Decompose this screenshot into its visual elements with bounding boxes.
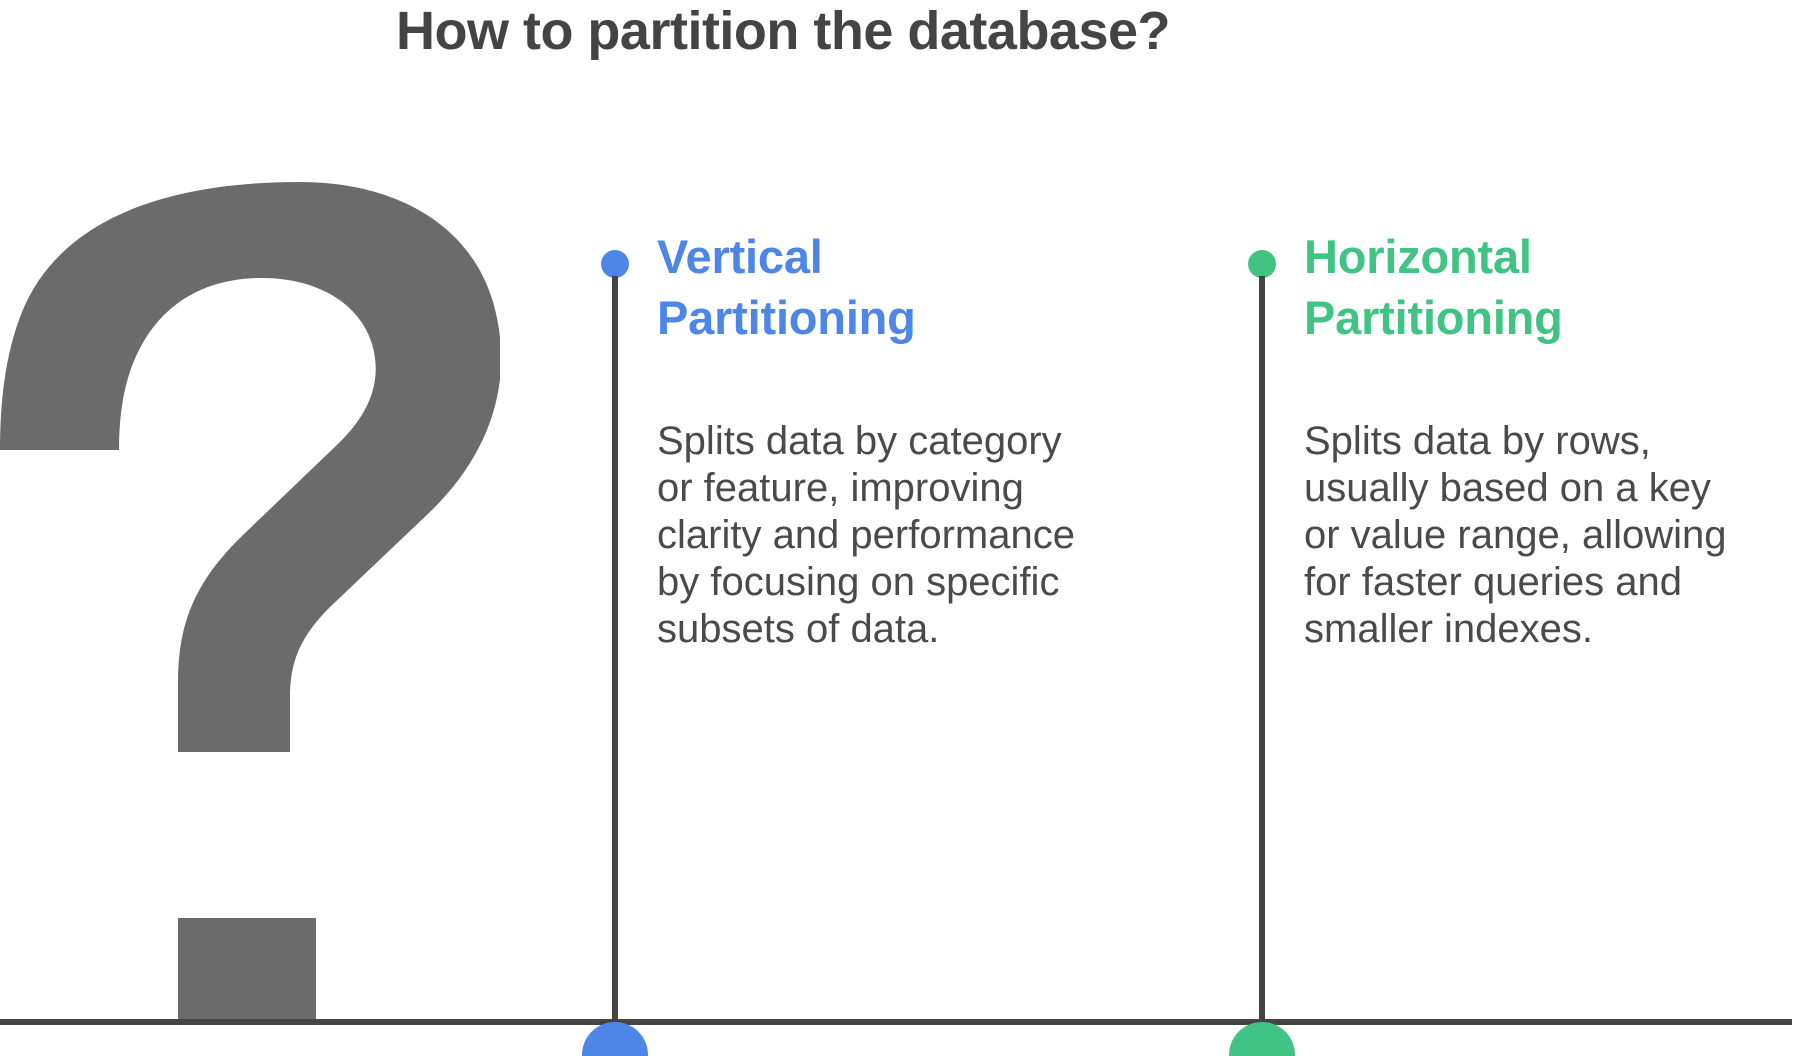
body-horizontal-partitioning: Splits data by rows, usually based on a … [1304,419,1727,651]
connector-line-horizontal [1259,276,1265,1046]
connector-line-vertical [612,276,618,1046]
marker-dot-bottom-horizontal [1229,1022,1295,1056]
body-vertical-partitioning: Splits data by category or feature, impr… [657,419,1075,651]
heading-horizontal-partitioning: Horizontal Partitioning [1304,230,1563,344]
question-mark-icon [0,182,500,1022]
marker-dot-top-vertical [601,250,629,278]
marker-dot-top-horizontal [1248,250,1276,278]
page-title: How to partition the database? [395,1,1171,61]
marker-dot-bottom-vertical [582,1022,648,1056]
heading-vertical-partitioning: Vertical Partitioning [657,230,916,344]
baseline-axis [0,1019,1792,1025]
